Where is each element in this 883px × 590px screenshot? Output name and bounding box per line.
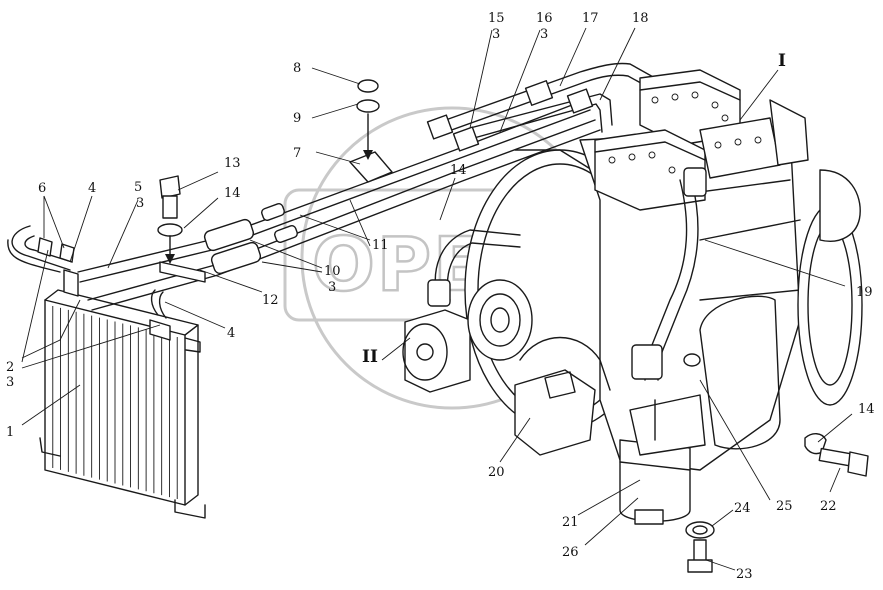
fasteners-top: [157, 79, 380, 264]
callout-4a: 4: [88, 181, 96, 196]
callout-5: 5: [134, 180, 142, 195]
callout-I: I: [778, 51, 786, 71]
callout-16-sub: 3: [540, 27, 548, 42]
plug-23: [693, 539, 707, 563]
callout-9: 9: [293, 111, 301, 126]
callout-14b: 14: [450, 163, 467, 178]
callout-4b: 4: [227, 326, 235, 341]
bolt-13-shank: [162, 195, 178, 219]
callout-21: 21: [562, 515, 579, 530]
callout-14a: 14: [224, 186, 241, 201]
callout-18: 18: [632, 11, 649, 26]
bolt-head: [754, 136, 762, 144]
bolt-head: [734, 138, 742, 146]
nut-8: [357, 79, 379, 93]
callout-10: 10: [324, 264, 341, 279]
bolt-head: [651, 96, 659, 104]
callout-II: II: [362, 347, 378, 367]
callout-2-sub: 3: [6, 375, 14, 390]
bolt-head: [711, 101, 719, 109]
bolt-head: [691, 91, 699, 99]
callout-7: 7: [293, 146, 301, 161]
callout-15: 15: [488, 11, 505, 26]
bolt-head: [714, 141, 722, 149]
bolt-head: [648, 151, 656, 159]
bolt-head: [721, 114, 729, 122]
callout-1: 1: [6, 425, 14, 440]
callout-12: 12: [262, 293, 279, 308]
oil-cooler-radiator: [7, 225, 206, 519]
callout-2: 2: [6, 360, 14, 375]
callout-5-sub: 3: [136, 196, 144, 211]
callout-22: 22: [820, 499, 837, 514]
fasteners-bottom: [683, 353, 869, 573]
leader-lines: [21, 27, 853, 571]
callout-14c: 14: [858, 402, 875, 417]
bolt-head: [628, 153, 636, 161]
callout-15-sub: 3: [492, 27, 500, 42]
bolt-head: [668, 166, 676, 174]
callout-13: 13: [224, 156, 241, 171]
callout-6: 6: [38, 181, 46, 196]
callout-17: 17: [582, 11, 599, 26]
callout-10-sub: 3: [328, 280, 336, 295]
callout-labels: 1 2 3 4 4 5 3 6 7 8 9 10 3 11 12 13 14 1…: [6, 11, 875, 582]
washer-24: [685, 521, 715, 539]
bolt-head: [671, 93, 679, 101]
bolt-head: [608, 156, 616, 164]
transmission-assembly: [402, 69, 863, 525]
callout-11: 11: [372, 238, 389, 253]
washer-9: [356, 99, 380, 113]
callout-25: 25: [776, 499, 793, 514]
fitting-25: [683, 353, 701, 367]
callout-26: 26: [562, 545, 579, 560]
oil-line-pipes: [77, 62, 656, 311]
callout-8: 8: [293, 61, 301, 76]
bolt-13-head: [159, 175, 181, 199]
callout-23: 23: [736, 567, 753, 582]
callout-20: 20: [488, 465, 505, 480]
callout-16: 16: [536, 11, 553, 26]
washer-14: [157, 223, 183, 237]
callout-24: 24: [734, 501, 751, 516]
callout-19: 19: [856, 285, 873, 300]
